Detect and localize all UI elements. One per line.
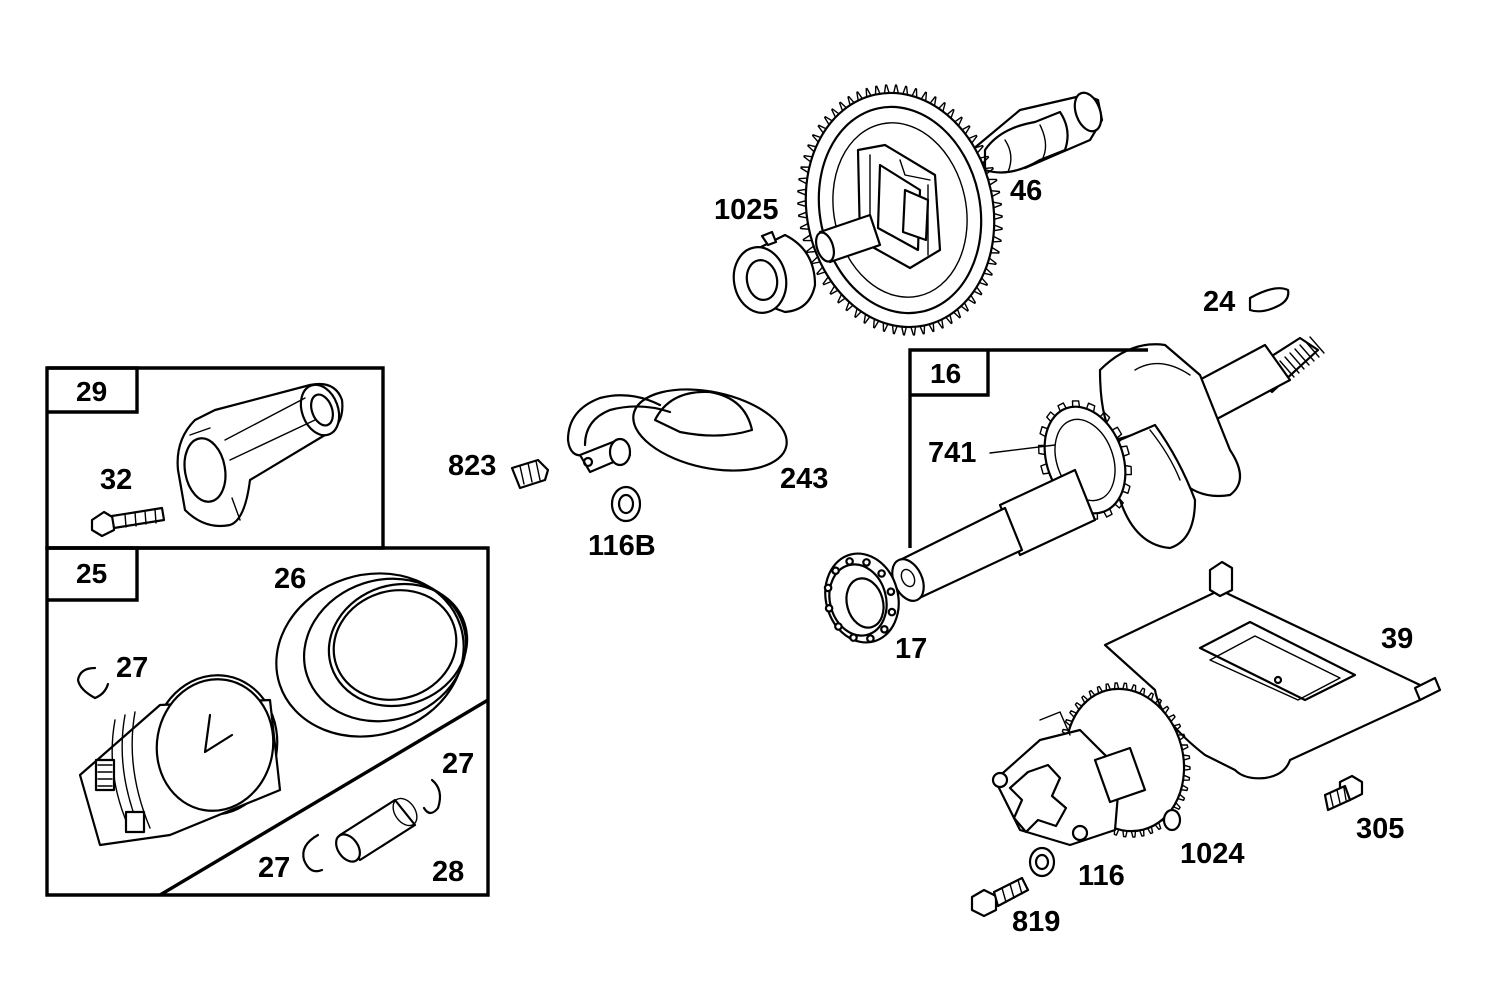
bearing-ball [834,622,843,631]
callout-27-right: 27 [442,748,475,780]
callout-25: 25 [76,558,108,589]
gear-teeth [797,84,1003,336]
callout-46: 46 [1010,175,1043,207]
callout-28: 28 [432,856,465,888]
callout-243: 243 [780,463,829,495]
main-bearing-drawing [823,552,900,644]
bearing-ball [849,633,858,642]
washer-116b-drawing [610,485,642,523]
washer-116-drawing [1028,846,1056,878]
bearing-ball [880,624,889,634]
box-25 [45,546,490,897]
callout-29: 29 [76,376,108,407]
crankshaft-key-drawing [1248,287,1290,313]
bolt-819-drawing [970,876,1030,918]
bearing-ball [886,587,896,597]
callout-27-bottom: 27 [258,852,291,884]
callout-32: 32 [100,464,133,496]
crankshaft-drawing [891,336,1325,602]
callout-39: 39 [1381,623,1414,655]
bearing-ball [845,557,854,566]
bearing-ball [877,569,886,578]
camshaft-gear-drawing [797,84,1104,336]
screw-305-drawing [1323,774,1364,812]
callout-819: 819 [1012,906,1061,938]
bearing-ball [823,583,833,593]
callout-116B: 116B [588,530,656,562]
baffle-plate-drawing [1103,560,1442,780]
callout-823: 823 [448,450,497,482]
callout-17: 17 [895,633,928,665]
governor-cup-drawing [732,230,817,314]
leader-741 [989,444,1056,454]
bearing-ball [824,603,834,613]
callout-27-left: 27 [116,652,149,684]
callout-1024: 1024 [1180,838,1245,870]
callout-24: 24 [1203,286,1236,318]
callout-26: 26 [274,563,307,595]
box-29 [45,366,385,550]
callout-116: 116 [1078,860,1125,892]
box-16 [908,348,1148,548]
fitting-823-drawing [510,458,550,490]
bearing-ball [831,566,840,576]
oil-pump-drawing [991,682,1191,847]
bearing-ball [862,558,871,567]
callout-1025: 1025 [714,194,779,226]
oil-pickup-drawing [566,388,788,474]
callout-741: 741 [928,437,977,469]
callout-16: 16 [930,358,962,389]
callout-305: 305 [1356,813,1405,845]
bearing-ball [866,634,875,643]
bearing-ball [887,607,897,617]
